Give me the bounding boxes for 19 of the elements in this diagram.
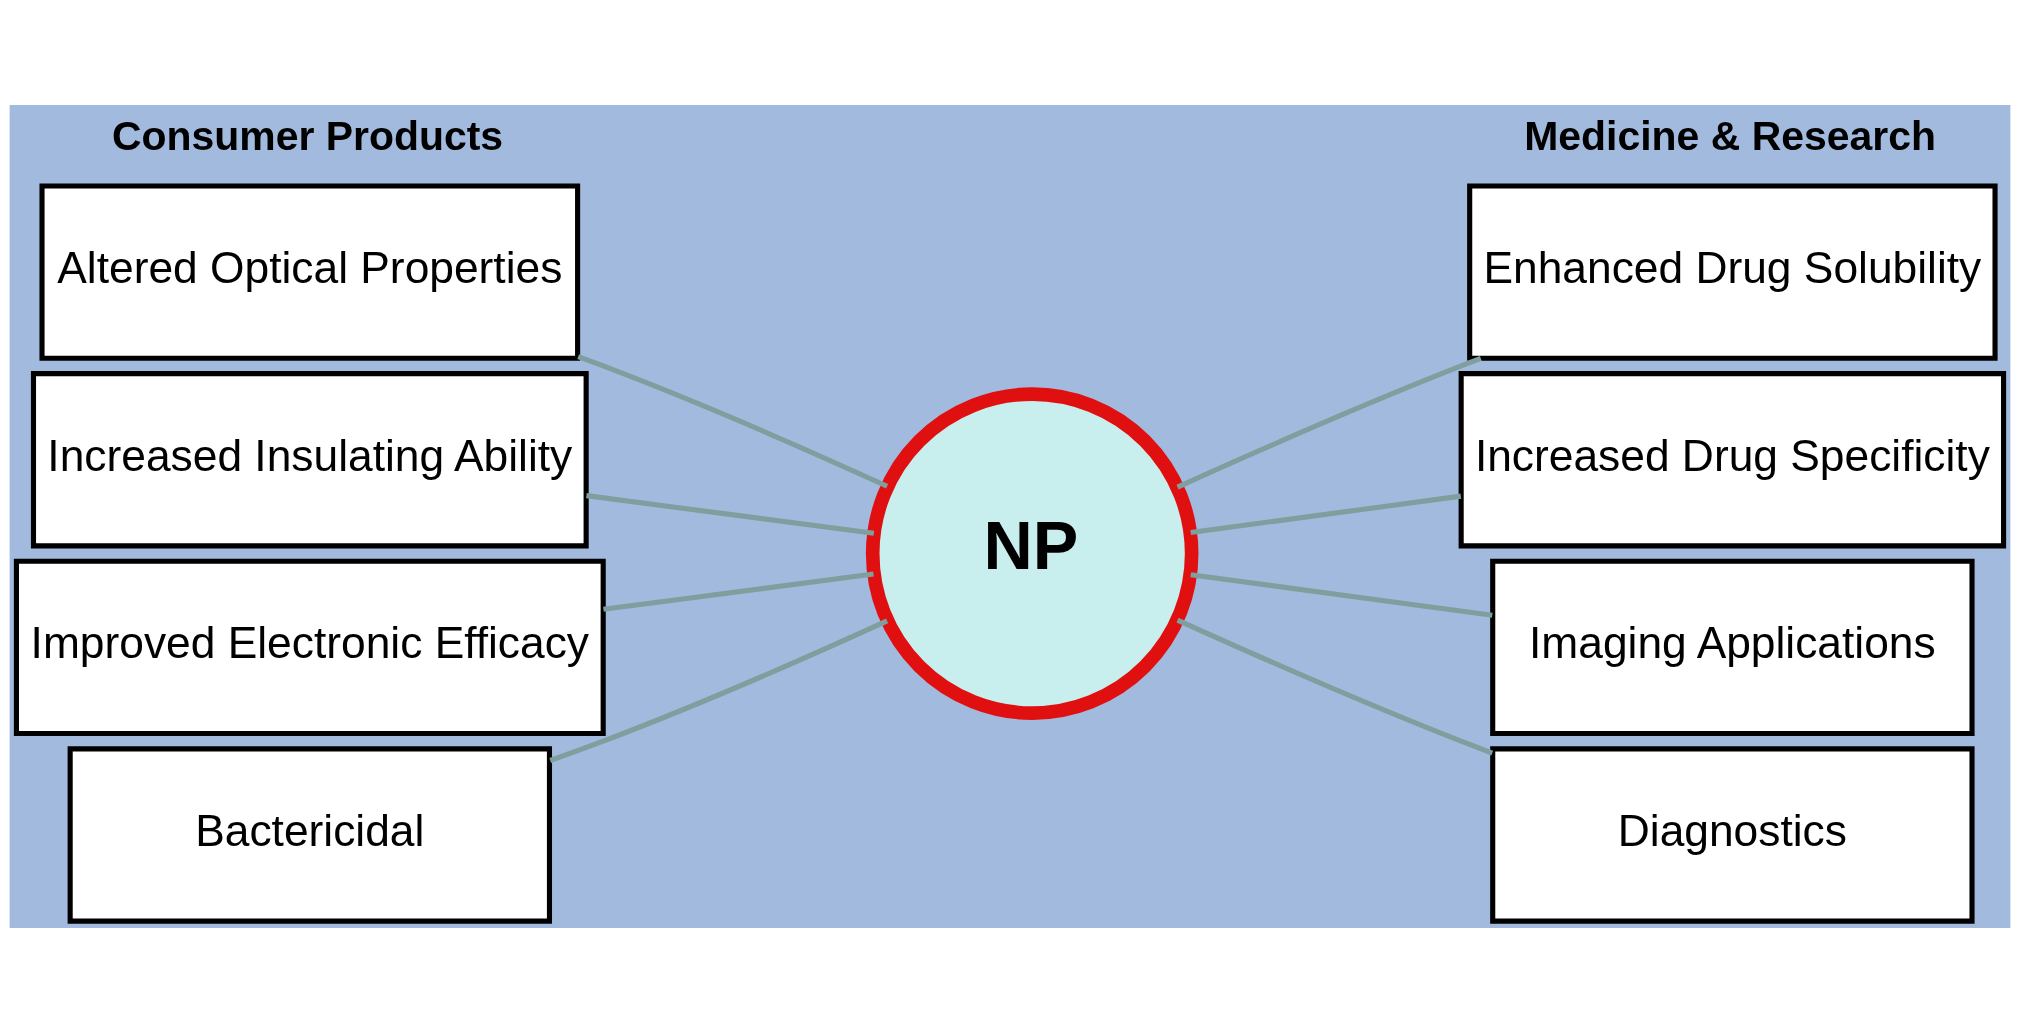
node-box: Enhanced Drug Solubility [1466,182,1998,361]
connector [585,492,874,536]
node-box: Diagnostics [1489,745,1975,924]
label: Medicine & Research [1523,112,1936,159]
node-box: Bactericidal [67,745,552,924]
node-box: Improved Electronic Efficacy [13,558,606,736]
connector [602,571,874,612]
connector [1176,355,1482,489]
connector [1176,617,1493,756]
node-circle: NP [865,386,1198,720]
connector [1189,493,1461,535]
node-box: Increased Drug Specificity [1458,370,2006,548]
connector [576,353,888,489]
node-box: Increased Insulating Ability [30,370,589,548]
node-box: Imaging Applications [1489,558,1975,736]
node-box: Altered Optical Properties [38,182,580,361]
connector [548,618,888,763]
label: Consumer Products [111,112,503,159]
connector [1189,571,1493,618]
